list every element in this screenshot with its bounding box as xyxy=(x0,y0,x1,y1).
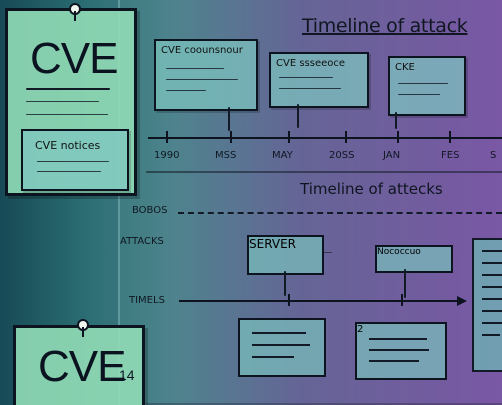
timeline-tick xyxy=(345,131,347,143)
connector xyxy=(284,271,286,296)
card-line xyxy=(398,83,448,84)
page-title: Timeline of attack xyxy=(302,15,468,37)
note-line xyxy=(482,298,502,300)
note-line xyxy=(482,250,502,252)
tick-label-1990: 1990 xyxy=(154,150,180,161)
tick-label-mss: MSS xyxy=(215,150,237,161)
server-box: SERVER xyxy=(247,235,324,275)
sticky-line xyxy=(26,114,108,115)
upper-timeline-axis xyxy=(148,137,502,139)
timeline-card-2-label: CVE ssseeoce xyxy=(276,58,346,69)
timeline-card-1: CVE coounsnour xyxy=(154,39,258,111)
note-line xyxy=(252,332,306,334)
note-line xyxy=(482,286,502,288)
cve-sticky-note-top: CVE CVE notices xyxy=(5,3,137,196)
tick-label-fes: FES xyxy=(441,150,460,161)
cve-sticky-note-bottom: CVE 14 xyxy=(13,319,145,405)
lower-timeline-axis xyxy=(179,300,465,302)
card-line xyxy=(279,88,341,89)
server-label: SERVER xyxy=(249,237,297,251)
note-line xyxy=(252,344,310,346)
cve-big-label: CVE xyxy=(30,34,118,83)
note-line xyxy=(482,334,500,336)
note-line xyxy=(252,356,294,358)
dashed-lane-line xyxy=(178,212,502,214)
timeline-tick xyxy=(288,131,290,143)
timeline-tick xyxy=(401,294,403,306)
timeline-arrow-icon xyxy=(457,296,467,306)
connector xyxy=(395,112,397,129)
tick-label-jan: JAN xyxy=(383,150,401,161)
cve-notices-card: CVE notices xyxy=(21,129,129,191)
lower-section-title: Timeline of attecks xyxy=(300,180,443,198)
lower-note-box-2-label: 2 xyxy=(357,324,364,335)
card-line xyxy=(398,94,440,95)
lower-note-box-2: 2 xyxy=(355,322,447,380)
cve-big-label: CVE xyxy=(38,342,126,391)
cve-notices-label: CVE notices xyxy=(35,139,101,152)
right-document-card xyxy=(472,238,502,372)
note-line xyxy=(482,274,502,276)
note-line xyxy=(369,349,429,351)
timeline-card-1-label: CVE coounsnour xyxy=(161,45,243,56)
connector xyxy=(228,107,230,131)
timeline-tick xyxy=(288,294,290,306)
card-line xyxy=(279,77,333,78)
tick-label-s: S xyxy=(490,150,497,161)
timeline-card-2: CVE ssseeoce xyxy=(269,52,369,108)
note-line xyxy=(482,322,502,324)
pin-stem xyxy=(82,327,84,337)
right-status-label: Nococcuo xyxy=(377,247,421,257)
pin-stem xyxy=(74,11,76,21)
note-line xyxy=(482,262,502,264)
timeline-tick xyxy=(166,131,168,143)
timeline-card-3-label: CKE xyxy=(395,62,415,73)
cve-suffix-label: 14 xyxy=(119,367,135,383)
lane-label-top: BOBOS xyxy=(132,205,168,216)
card-line xyxy=(166,90,206,91)
timeline-tick xyxy=(449,131,451,143)
server-tag-line xyxy=(324,252,332,253)
timeline-tick xyxy=(230,131,232,143)
note-line xyxy=(369,360,419,362)
card-line xyxy=(37,171,101,172)
timeline-card-3: CKE xyxy=(388,56,466,116)
note-line xyxy=(482,310,502,312)
connector xyxy=(404,269,406,298)
lane-label-mid: ATTACKS xyxy=(120,236,164,247)
tick-label-may: MAY xyxy=(272,150,293,161)
sticky-line xyxy=(26,88,110,90)
card-line xyxy=(166,79,238,80)
timeline-tick xyxy=(397,131,399,143)
lane-label-bottom: TIMELS xyxy=(129,295,165,306)
tick-label-20ss: 20SS xyxy=(329,150,355,161)
card-line xyxy=(166,68,224,69)
card-line xyxy=(37,161,109,162)
sticky-line xyxy=(26,101,99,102)
connector xyxy=(297,104,299,128)
note-line xyxy=(369,338,427,340)
right-status-box: Nococcuo xyxy=(375,245,453,273)
lower-timeline-panel xyxy=(146,171,502,405)
lower-note-box-1 xyxy=(238,318,326,377)
